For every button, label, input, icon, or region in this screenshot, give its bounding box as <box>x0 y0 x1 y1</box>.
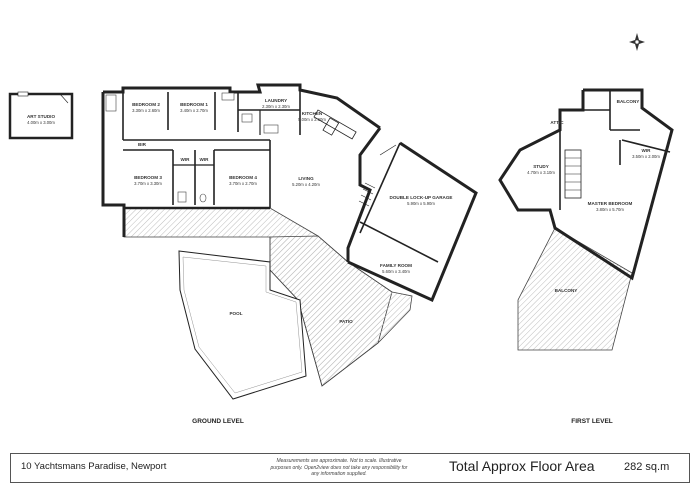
disclaimer-text: Measurements are approximate. Not to sca… <box>270 458 408 477</box>
garage-label: DOUBLE LOCK-UP GARAGE <box>390 195 453 200</box>
balcony-bottom-label: BALCONY <box>555 288 578 293</box>
bedroom2-label: BEDROOM 2 <box>132 102 160 107</box>
balcony-top-label: BALCONY <box>617 99 640 104</box>
garage-dim: 5.90m x 5.90m <box>407 201 435 206</box>
total-area-value: 282 sq.m <box>624 461 670 473</box>
garage-and-family <box>347 141 478 303</box>
first-level-title: FIRST LEVEL <box>571 418 613 425</box>
kitchen-dim: 5.00m x 2.60m <box>298 117 326 122</box>
study-label: STUDY <box>533 164 549 169</box>
art-studio-dim: 4.00m x 3.00m <box>27 120 55 125</box>
compass-rose-icon <box>629 33 645 51</box>
living-dim: 5.20m x 4.20m <box>292 182 320 187</box>
patio-label: PATIO <box>339 319 353 324</box>
bir-label: BIR <box>138 142 147 147</box>
laundry-dim: 2.30m x 2.30m <box>262 104 290 109</box>
wir-first-label: WIR <box>642 148 652 153</box>
study-dim: 4.70m x 3.10m <box>527 170 555 175</box>
bedroom3-dim: 3.70m x 3.30m <box>134 181 162 186</box>
family-room-dim: 5.60m x 3.40m <box>382 269 410 274</box>
bedroom2-dim: 3.30m x 2.60m <box>132 108 160 113</box>
bedroom4-label: BEDROOM 4 <box>229 175 257 180</box>
wir-label-2: WIR <box>200 157 210 162</box>
address-text: 10 Yachtsmans Paradise, Newport <box>21 461 167 472</box>
bedroom1-dim: 3.40m x 2.70m <box>180 108 208 113</box>
bedroom3-label: BEDROOM 3 <box>134 175 162 180</box>
total-area-label: Total Approx Floor Area <box>449 458 595 474</box>
art-studio: ART STUDIO 4.00m x 3.00m <box>8 91 74 140</box>
master-bedroom-label: MASTER BEDROOM <box>588 201 633 206</box>
house-ground-level <box>101 83 382 262</box>
pool-label: POOL <box>229 311 242 316</box>
ground-level-title: GROUND LEVEL <box>192 418 244 425</box>
wir-label-1: WIR <box>181 157 191 162</box>
bedroom4-dim: 3.70m x 2.70m <box>229 181 257 186</box>
living-label: LIVING <box>298 176 314 181</box>
floor-plan: ART STUDIO 4.00m x 3.00m <box>8 33 674 425</box>
bedroom1-label: BEDROOM 1 <box>180 102 208 107</box>
patio-area <box>269 235 413 387</box>
wir-first-dim: 3.50m x 2.00m <box>632 154 660 159</box>
art-studio-label: ART STUDIO <box>27 114 55 119</box>
family-room-label: FAMILY ROOM <box>380 263 412 268</box>
house-first-level <box>498 88 674 281</box>
attic-label: ATTIC <box>550 120 564 125</box>
info-footer: 10 Yachtsmans Paradise, Newport Measurem… <box>10 453 690 483</box>
kitchen-label: KITCHEN <box>302 111 323 116</box>
bathroom-fixtures <box>105 92 279 203</box>
laundry-label: LAUNDRY <box>265 98 287 103</box>
master-bedroom-dim: 3.80m x 5.70m <box>596 207 624 212</box>
